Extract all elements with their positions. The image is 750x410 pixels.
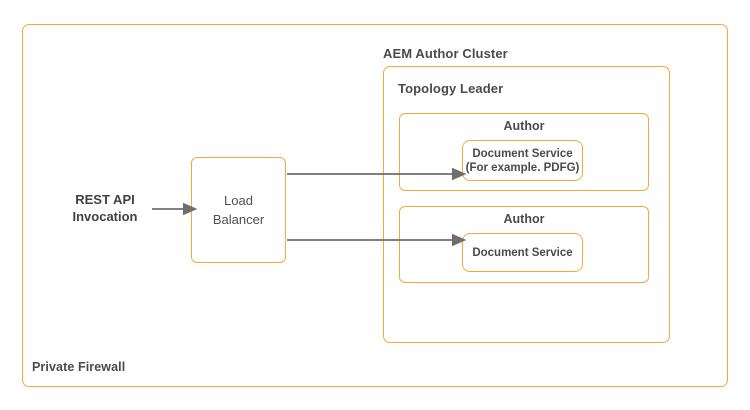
private-firewall-label: Private Firewall <box>32 360 126 374</box>
private-firewall-box <box>22 24 728 387</box>
load-balancer-line2: Balancer <box>212 212 265 227</box>
rest-api-line1: REST API <box>75 192 135 207</box>
author-2-label: Author <box>503 212 545 226</box>
document-service-1-line1: Document Service <box>472 147 573 160</box>
rest-api-invocation-label: REST API Invocation <box>50 191 160 225</box>
author-box-1: Author <box>399 113 649 191</box>
aem-author-cluster-label: AEM Author Cluster <box>383 46 508 61</box>
load-balancer-box: Load Balancer <box>191 157 286 263</box>
author-box-2: Author <box>399 206 649 283</box>
aem-author-cluster-box <box>383 66 670 343</box>
rest-api-line2: Invocation <box>72 209 138 224</box>
document-service-box-1: Document Service (For example. PDFG) <box>462 140 583 181</box>
document-service-2-line1: Document Service <box>472 246 573 259</box>
document-service-box-2: Document Service <box>462 233 583 272</box>
topology-leader-label: Topology Leader <box>398 81 504 96</box>
document-service-1-line2: (For example. PDFG) <box>465 161 580 174</box>
load-balancer-line1: Load <box>224 193 253 208</box>
author-1-label: Author <box>503 119 545 133</box>
